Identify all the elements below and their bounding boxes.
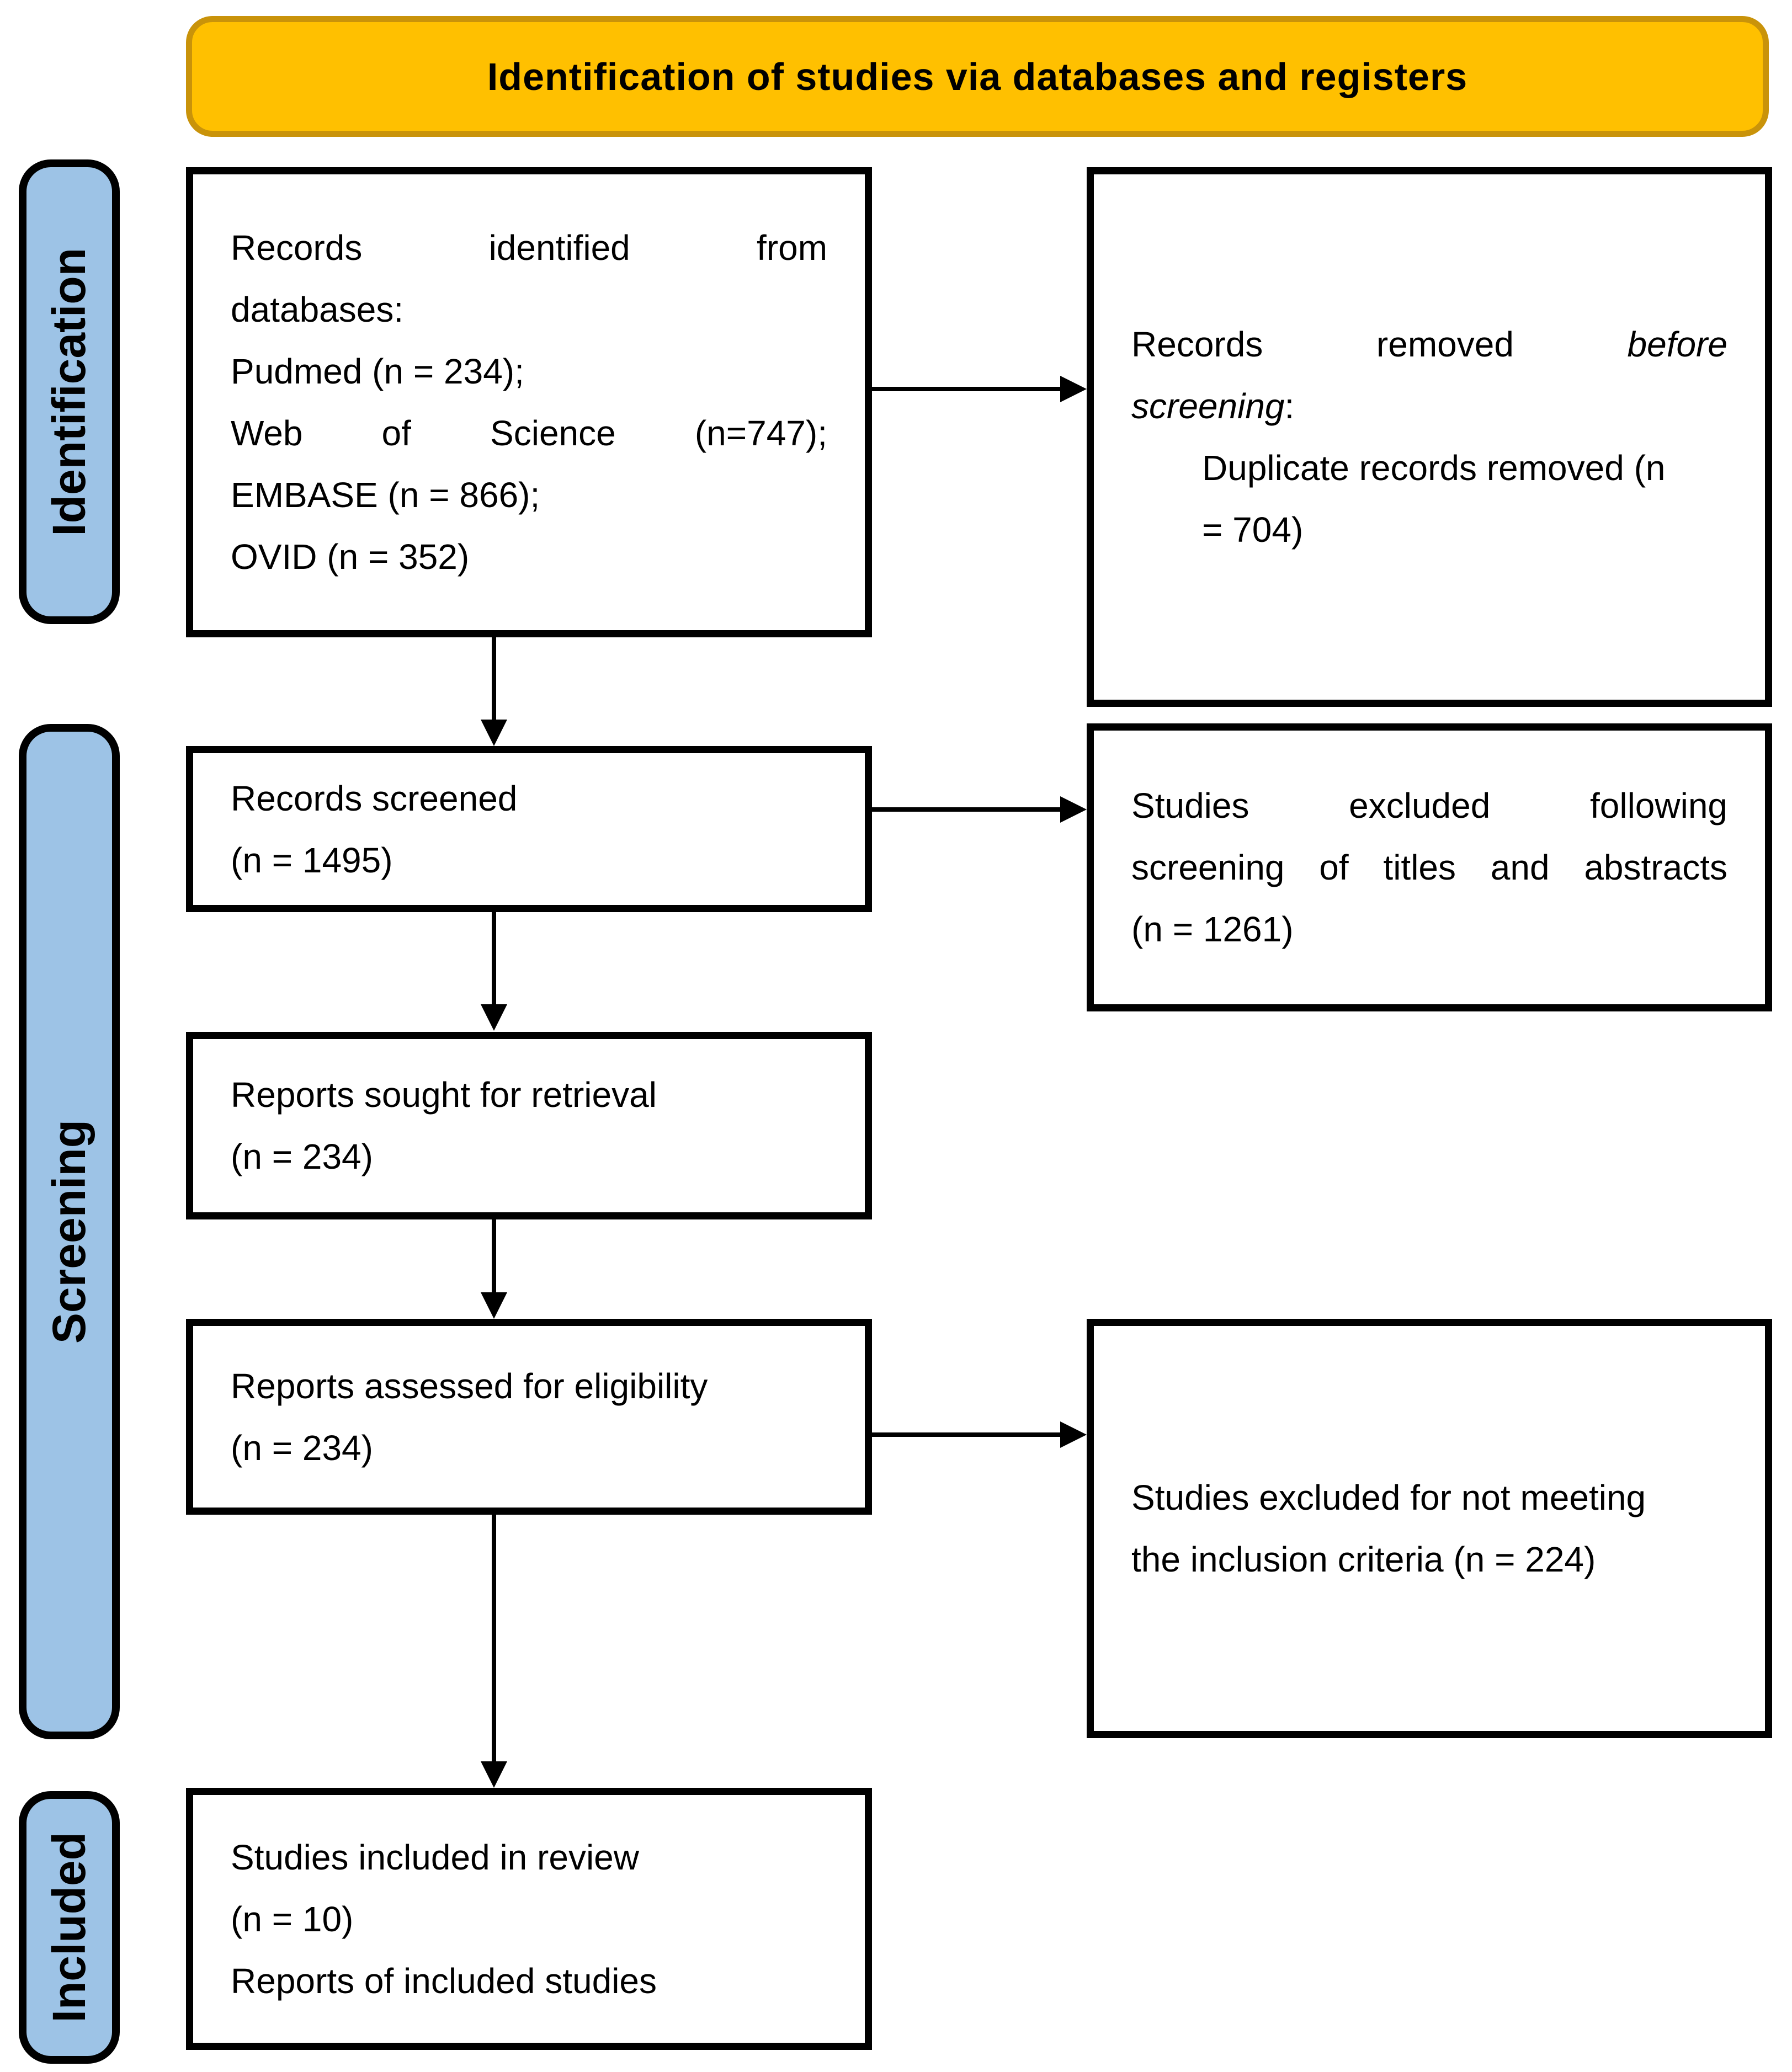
excluded-screening-line-2: screening of titles and abstracts (1131, 837, 1727, 898)
studies-included-count: (n = 10) (231, 1899, 354, 1939)
records-removed-line-1: Records removed before (1131, 313, 1727, 375)
excluded-criteria-line-2: the inclusion criteria (n = 224) (1131, 1540, 1596, 1579)
word: Studies (1131, 786, 1249, 825)
word: screening (1131, 848, 1285, 887)
records-identified-line-1: Records identified from (231, 217, 827, 279)
duplicates-removed-line-1: Duplicate records removed (n (1202, 448, 1666, 488)
word: excluded (1349, 786, 1491, 825)
records-identified-line-embase: EMBASE (n = 866); (231, 475, 540, 515)
arrow-screened-to-excluded-head (1060, 796, 1087, 823)
box-studies-excluded-screening: Studies excluded following screening of … (1087, 723, 1772, 1011)
box-records-screened: Records screened (n = 1495) (186, 746, 872, 912)
word: Science (490, 413, 616, 453)
word: of (1319, 848, 1349, 887)
word: of (381, 413, 411, 453)
arrow-screened-to-sought-head (481, 1004, 507, 1031)
arrow-identified-to-removed-head (1060, 376, 1087, 402)
word: identified (488, 228, 630, 268)
word: abstracts (1584, 848, 1727, 887)
records-removed-line-2: screening: (1131, 375, 1727, 437)
banner-title: Identification of studies via databases … (487, 55, 1468, 98)
arrow-assessed-to-excluded-head (1060, 1421, 1087, 1448)
reports-sought-line-1: Reports sought for retrieval (231, 1075, 657, 1115)
arrow-assessed-to-included-head (481, 1761, 507, 1788)
arrow-screened-to-sought-line (492, 911, 496, 1006)
word: (n=747); (694, 413, 827, 453)
box-records-removed: Records removed before screening: Duplic… (1087, 167, 1772, 707)
box-studies-excluded-criteria: Studies excluded for not meeting the inc… (1087, 1319, 1772, 1738)
word: Web (231, 413, 303, 453)
records-identified-line-pubmed: Pudmed (n = 234); (231, 351, 524, 391)
reports-assessed-line-1: Reports assessed for eligibility (231, 1366, 708, 1406)
stage-screening-label: Screening (43, 1119, 95, 1344)
arrow-assessed-to-excluded-line (871, 1432, 1062, 1437)
records-identified-line-2: databases: (231, 290, 404, 329)
stage-included-label: Included (43, 1832, 95, 2023)
word: following (1589, 786, 1727, 825)
excluded-screening-line-1: Studies excluded following (1131, 775, 1727, 837)
excluded-screening-count: (n = 1261) (1131, 909, 1294, 949)
banner-identification-via-databases: Identification of studies via databases … (186, 16, 1769, 137)
box-reports-sought: Reports sought for retrieval (n = 234) (186, 1032, 872, 1219)
word: titles (1383, 848, 1456, 887)
arrow-screened-to-excluded-line (871, 807, 1062, 812)
word: removed (1376, 324, 1514, 364)
records-screened-line-1: Records screened (231, 778, 518, 818)
box-records-identified: Records identified from databases: Pudme… (186, 167, 872, 637)
arrow-sought-to-assessed-line (492, 1218, 496, 1294)
arrow-identified-to-screened-line (492, 637, 496, 721)
arrow-sought-to-assessed-head (481, 1292, 507, 1319)
word: and (1490, 848, 1550, 887)
box-reports-assessed: Reports assessed for eligibility (n = 23… (186, 1319, 872, 1515)
studies-included-line-1: Studies included in review (231, 1837, 639, 1877)
box-studies-included: Studies included in review (n = 10) Repo… (186, 1788, 872, 2050)
studies-included-line-3: Reports of included studies (231, 1961, 657, 2001)
word: Records (231, 228, 363, 268)
stage-identification: Identification (19, 159, 120, 624)
records-identified-line-wos: Web of Science (n=747); (231, 402, 827, 464)
excluded-criteria-line-1: Studies excluded for not meeting (1131, 1478, 1646, 1517)
word: from (757, 228, 827, 268)
stage-screening: Screening (19, 724, 120, 1739)
reports-sought-count: (n = 234) (231, 1137, 373, 1176)
colon: : (1284, 386, 1295, 426)
arrow-identified-to-screened-head (481, 720, 507, 746)
arrow-assessed-to-included-line (492, 1514, 496, 1763)
word-italic-before: before (1627, 324, 1727, 364)
duplicates-removed-count: = 704) (1202, 510, 1304, 550)
stage-included: Included (19, 1791, 120, 2064)
arrow-identified-to-removed-line (871, 387, 1062, 391)
word-italic-screening: screening (1131, 386, 1285, 426)
records-identified-line-ovid: OVID (n = 352) (231, 537, 470, 577)
records-screened-count: (n = 1495) (231, 840, 393, 880)
reports-assessed-count: (n = 234) (231, 1428, 373, 1468)
word: Records (1131, 324, 1263, 364)
stage-identification-label: Identification (43, 247, 95, 536)
